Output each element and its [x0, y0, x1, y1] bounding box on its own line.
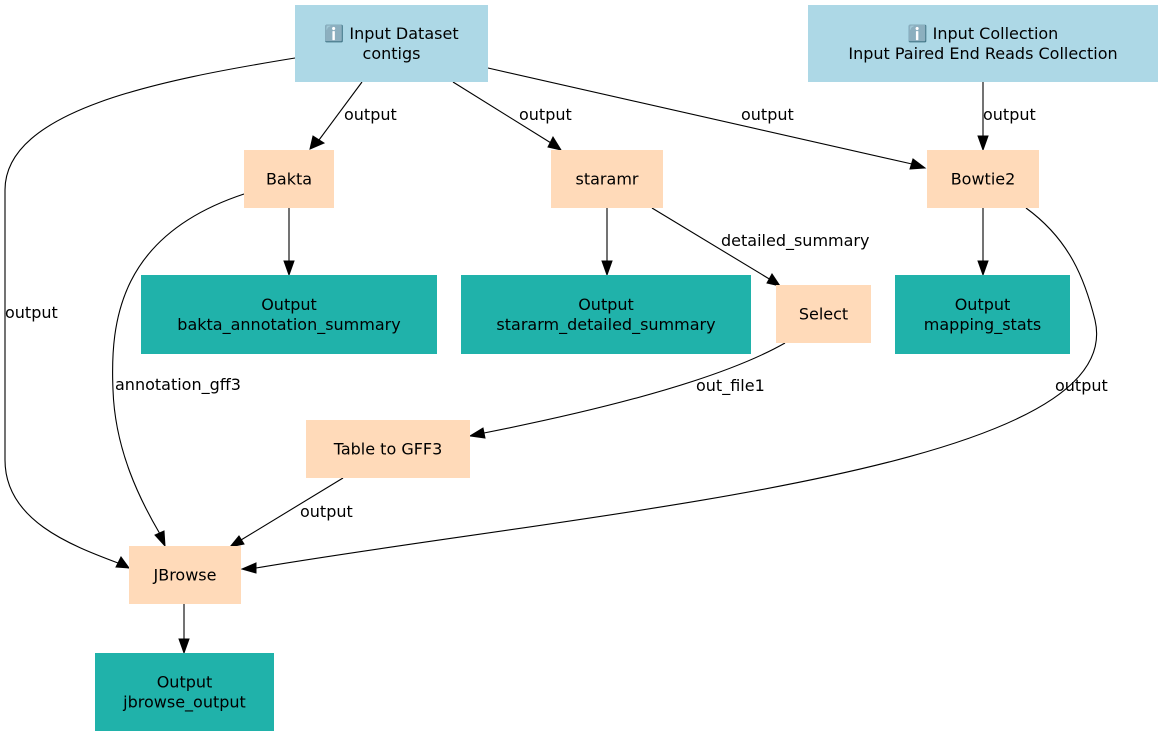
input-node-box[interactable] [808, 5, 1158, 82]
edge-bakta-to-jbrowse: annotation_gff3 [112, 193, 245, 548]
edge-table-to-jbrowse: output [228, 477, 353, 548]
edge-label: output [741, 105, 794, 124]
edge-line [452, 81, 552, 144]
edge-line [487, 67, 913, 165]
node-title: Bowtie2 [951, 170, 1016, 189]
arrow-head [178, 638, 190, 655]
node-subtitle: bakta_annotation_summary [177, 315, 400, 335]
node-bowtie2[interactable]: Bowtie2 [927, 150, 1039, 208]
edge-line [483, 342, 786, 434]
tool-node-box[interactable] [244, 150, 334, 208]
arrow-head [309, 135, 326, 150]
edge-line [318, 81, 363, 141]
arrow-head [283, 260, 295, 277]
tool-node-box[interactable] [129, 546, 241, 604]
edge-label: output [344, 105, 397, 124]
arrow-head [240, 562, 257, 574]
output-node-box[interactable] [461, 275, 751, 354]
node-title: Select [799, 305, 848, 324]
node-title: Output [157, 673, 213, 692]
node-title: ℹ️ Input Collection [908, 24, 1059, 43]
edge-line [4, 57, 296, 564]
edge-line [651, 207, 772, 281]
edge-collection-to-bowtie2: output [977, 82, 1036, 152]
edge-dataset-to-bakta: output [309, 81, 397, 150]
node-jbrowse[interactable]: JBrowse [129, 546, 241, 604]
arrow-head [547, 135, 563, 151]
node-title: JBrowse [153, 566, 217, 585]
edges-layer: output output output output output annotation… [4, 57, 1108, 655]
input-node-box[interactable] [295, 5, 488, 82]
tool-node-box[interactable] [551, 150, 663, 208]
arrow-head [766, 273, 782, 287]
arrow-head [115, 556, 131, 569]
node-subtitle: stararm_detailed_summary [496, 315, 715, 335]
edge-label: out_file1 [696, 376, 765, 396]
edge-dataset-to-staramr: output [452, 81, 572, 151]
edge-dataset-to-jbrowse: output [4, 57, 296, 569]
arrow-head [468, 427, 486, 439]
output-node-box[interactable] [895, 275, 1070, 354]
edge-staramr-to-output [601, 208, 613, 277]
edge-line [112, 193, 245, 535]
tool-node-box[interactable] [306, 420, 470, 478]
arrow-head [977, 260, 989, 277]
edge-label: output [300, 502, 353, 521]
node-subtitle: contigs [363, 44, 421, 63]
output-node-box[interactable] [141, 275, 437, 354]
edge-line [240, 477, 344, 541]
tool-node-box[interactable] [927, 150, 1039, 208]
arrow-head [154, 530, 166, 548]
node-subtitle: mapping_stats [924, 315, 1041, 335]
node-staramr[interactable]: staramr [551, 150, 663, 208]
edge-dataset-to-bowtie2: output [487, 67, 927, 170]
node-title: staramr [576, 170, 639, 189]
edge-label: output [519, 105, 572, 124]
arrow-head [228, 535, 245, 548]
node-subtitle: Input Paired End Reads Collection [848, 44, 1117, 63]
node-title: Output [261, 295, 317, 314]
edge-label: detailed_summary [721, 231, 869, 251]
node-title: Output [955, 295, 1011, 314]
node-title: Table to GFF3 [333, 440, 443, 459]
node-title: Bakta [266, 170, 312, 189]
edge-staramr-to-select: detailed_summary [651, 207, 869, 287]
node-select[interactable]: Select [776, 285, 871, 343]
edge-line [255, 207, 1098, 569]
arrow-head [601, 260, 613, 277]
node-table-to-gff3[interactable]: Table to GFF3 [306, 420, 470, 478]
edge-label: output [1055, 376, 1108, 395]
edge-label: output [983, 105, 1036, 124]
edge-bakta-to-output [283, 208, 295, 277]
edge-bowtie2-to-output [977, 208, 989, 277]
arrow-head [909, 158, 927, 170]
output-node-box[interactable] [95, 653, 274, 731]
node-title: Output [578, 295, 634, 314]
edge-select-to-table: out_file1 [468, 342, 786, 439]
edge-label: annotation_gff3 [115, 375, 241, 395]
node-subtitle: jbrowse_output [122, 693, 246, 713]
node-bakta[interactable]: Bakta [244, 150, 334, 208]
node-title: ℹ️ Input Dataset [324, 24, 458, 43]
edge-label: output [5, 303, 58, 322]
tool-node-box[interactable] [776, 285, 871, 343]
edge-bowtie2-to-jbrowse: output [240, 207, 1108, 574]
edge-jbrowse-to-output [178, 604, 190, 655]
arrow-head [977, 135, 989, 152]
